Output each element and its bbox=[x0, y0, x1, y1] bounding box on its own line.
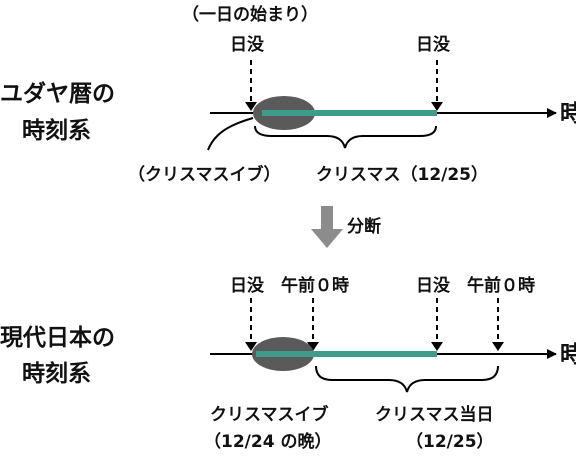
japanese-system-label-line2: 時刻系 bbox=[22, 360, 91, 387]
top-sunset-left-marker bbox=[245, 102, 257, 111]
top-axis-label: 時 bbox=[560, 101, 576, 127]
top-sunset-left-label: 日没 bbox=[230, 35, 265, 55]
bottom-midnight-right-marker bbox=[492, 342, 504, 351]
top-eve-label: （クリスマスイブ） bbox=[128, 164, 281, 185]
bottom-christmas-label-line1: クリスマス当日 bbox=[375, 404, 494, 425]
bottom-midnight-right-label: 午前０時 bbox=[467, 275, 535, 296]
top-christmas-band bbox=[262, 110, 437, 116]
transition-arrow-icon bbox=[311, 206, 343, 248]
bottom-christmas-band bbox=[256, 351, 437, 357]
transition-label: 分断 bbox=[347, 216, 381, 237]
top-christmas-brace bbox=[254, 125, 437, 149]
bottom-christmas-label-line2: （12/25） bbox=[406, 431, 494, 452]
jewish-system-label-line1: ユダヤ暦の bbox=[0, 80, 115, 107]
top-christmas-label: クリスマス（12/25） bbox=[316, 164, 488, 185]
bottom-sunset-right-marker bbox=[431, 342, 443, 351]
bottom-sunset-left-marker bbox=[245, 342, 257, 351]
bottom-midnight-left-label: 午前０時 bbox=[281, 275, 349, 296]
top-eve-pointer bbox=[207, 117, 254, 151]
japanese-system-label-line1: 現代日本の bbox=[0, 325, 115, 351]
bottom-axis-label: 時 bbox=[560, 342, 576, 368]
bottom-eve-label-line1: クリスマスイブ bbox=[210, 404, 329, 425]
day-start-annotation: （一日の始まり） bbox=[182, 4, 318, 25]
jewish-system-label-line2: 時刻系 bbox=[22, 117, 91, 144]
top-sunset-right-label: 日没 bbox=[416, 35, 451, 55]
bottom-sunset-left-label: 日没 bbox=[230, 276, 265, 296]
bottom-christmas-brace bbox=[315, 365, 499, 393]
top-sunset-right-marker bbox=[431, 102, 443, 111]
bottom-sunset-right-label: 日没 bbox=[416, 276, 451, 296]
bottom-eve-label-line2: （12/24 の晩） bbox=[204, 431, 331, 452]
bottom-midnight-left-marker bbox=[307, 342, 319, 351]
